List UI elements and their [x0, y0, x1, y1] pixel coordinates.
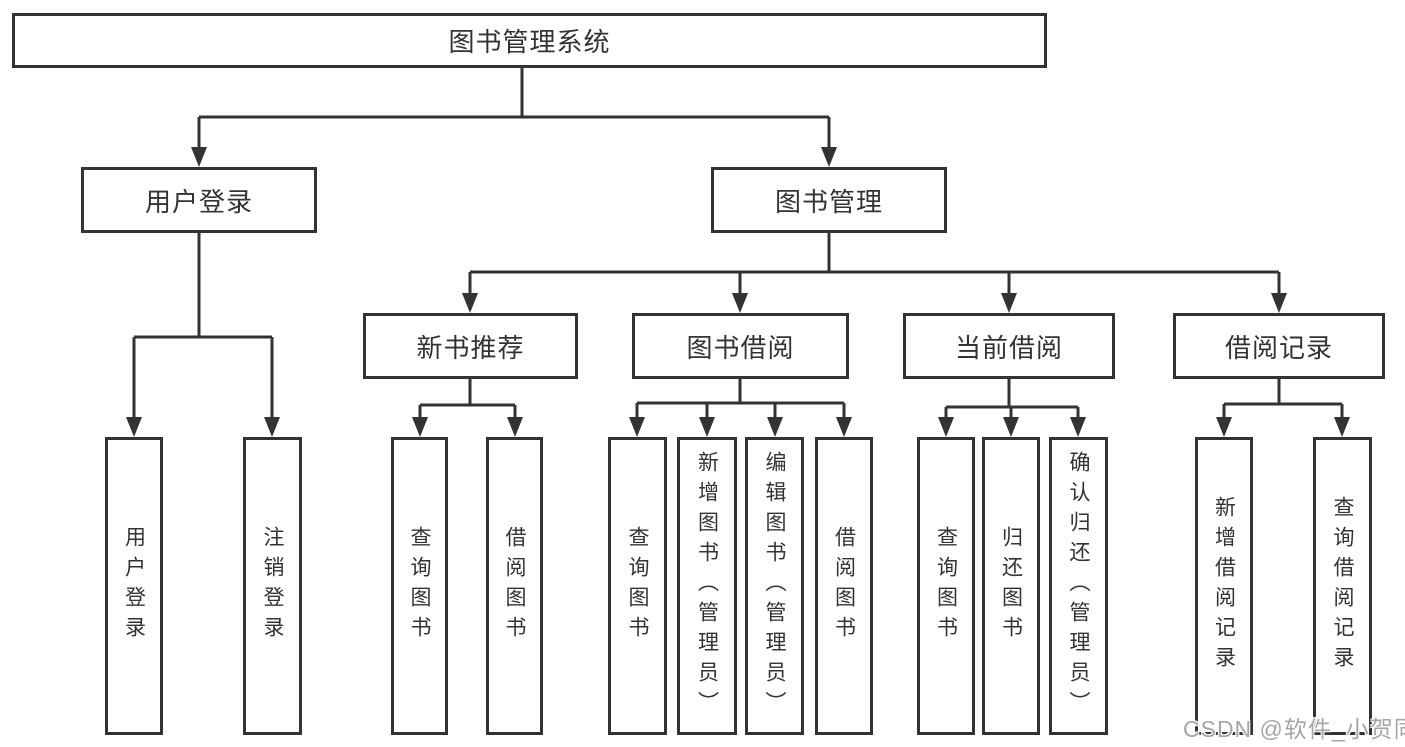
node-borrowing-records: 借阅记录 [1173, 313, 1385, 379]
csdn-watermark: CSDN @软件_小贺同学 [1183, 716, 1405, 742]
node-book-management: 图书管理 [711, 167, 947, 233]
leaf-return-books: 归还图书 [982, 437, 1040, 735]
leaf-add-borrow-record: 新增借阅记录 [1195, 437, 1253, 735]
node-user-login: 用户登录 [81, 167, 317, 233]
leaf-borrow-books-recommend: 借阅图书 [486, 437, 543, 735]
node-current-borrowing: 当前借阅 [903, 313, 1115, 379]
leaf-query-books-borrow: 查询图书 [608, 437, 667, 735]
leaf-logout: 注销登录 [243, 437, 302, 735]
leaf-borrow-books: 借阅图书 [815, 437, 873, 735]
node-root-system: 图书管理系统 [12, 13, 1047, 68]
leaf-query-books-current: 查询图书 [917, 437, 975, 735]
leaf-user-login: 用户登录 [105, 437, 163, 735]
leaf-query-borrow-record: 查询借阅记录 [1313, 437, 1372, 735]
leaf-confirm-return-admin: 确认归还（管理员） [1049, 437, 1108, 735]
node-new-book-recommend: 新书推荐 [363, 313, 578, 379]
node-book-borrowing: 图书借阅 [632, 313, 849, 379]
connector-lines [132, 68, 1344, 420]
leaf-add-book-admin: 新增图书（管理员） [677, 437, 737, 735]
leaf-edit-book-admin: 编辑图书（管理员） [745, 437, 804, 735]
leaf-query-books-recommend: 查询图书 [391, 437, 448, 735]
